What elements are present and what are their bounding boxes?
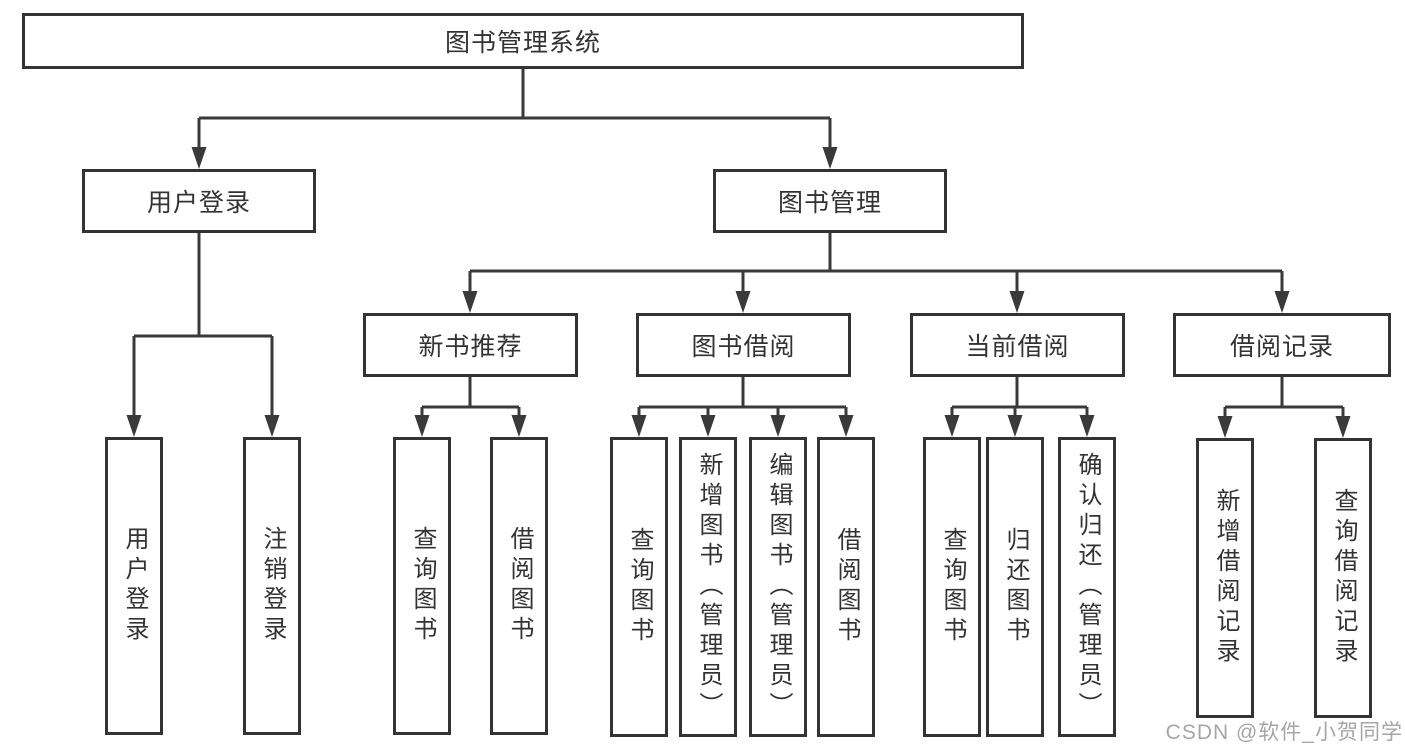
node-label: 图书管理系统 <box>444 29 601 57</box>
leaf-label: 确认归还（管理员） <box>1074 452 1101 722</box>
node-label: 当前借阅 <box>965 333 1070 361</box>
leaf-confirm-return-admin: 确认归还（管理员） <box>1058 437 1116 737</box>
leaf-label: 查询图书 <box>626 527 653 647</box>
leaf-label: 查询图书 <box>409 526 436 646</box>
leaf-query-books-2: 查询图书 <box>610 437 668 737</box>
leaf-user-login: 用户登录 <box>105 437 163 735</box>
node-library-system: 图书管理系统 <box>22 13 1024 69</box>
leaf-add-borrow-record: 新增借阅记录 <box>1196 438 1254 718</box>
leaf-label: 注销登录 <box>259 526 286 646</box>
leaf-return-book: 归还图书 <box>986 437 1044 737</box>
node-new-book-recommend: 新书推荐 <box>363 313 578 377</box>
node-borrow-records: 借阅记录 <box>1173 313 1391 377</box>
leaf-label: 查询借阅记录 <box>1330 488 1357 668</box>
node-label: 用户登录 <box>146 189 251 217</box>
node-label: 借阅记录 <box>1229 333 1334 361</box>
leaf-label: 编辑图书（管理员） <box>765 452 792 722</box>
leaf-label: 用户登录 <box>121 526 148 646</box>
leaf-borrow-books-1: 借阅图书 <box>490 437 548 735</box>
leaf-edit-book-admin: 编辑图书（管理员） <box>749 437 807 737</box>
leaf-logout: 注销登录 <box>243 437 301 735</box>
leaf-query-borrow-record: 查询借阅记录 <box>1314 438 1372 718</box>
leaf-add-book-admin: 新增图书（管理员） <box>679 437 737 737</box>
leaf-label: 查询图书 <box>939 527 966 647</box>
node-current-borrowing: 当前借阅 <box>910 313 1125 377</box>
leaf-label: 借阅图书 <box>506 526 533 646</box>
leaf-query-books-1: 查询图书 <box>393 437 451 735</box>
csdn-watermark: CSDN @软件_小贺同学 <box>1165 721 1403 744</box>
leaf-query-books-3: 查询图书 <box>923 437 981 737</box>
node-label: 图书管理 <box>777 189 882 217</box>
node-label: 新书推荐 <box>418 333 523 361</box>
node-book-borrowing: 图书借阅 <box>636 313 851 377</box>
leaf-label: 归还图书 <box>1002 527 1029 647</box>
leaf-label: 新增图书（管理员） <box>695 452 722 722</box>
leaf-label: 借阅图书 <box>833 527 860 647</box>
node-book-management: 图书管理 <box>713 169 947 233</box>
node-label: 图书借阅 <box>691 333 796 361</box>
leaf-borrow-books-2: 借阅图书 <box>817 437 875 737</box>
leaf-label: 新增借阅记录 <box>1212 488 1239 668</box>
node-user-login: 用户登录 <box>82 169 316 233</box>
